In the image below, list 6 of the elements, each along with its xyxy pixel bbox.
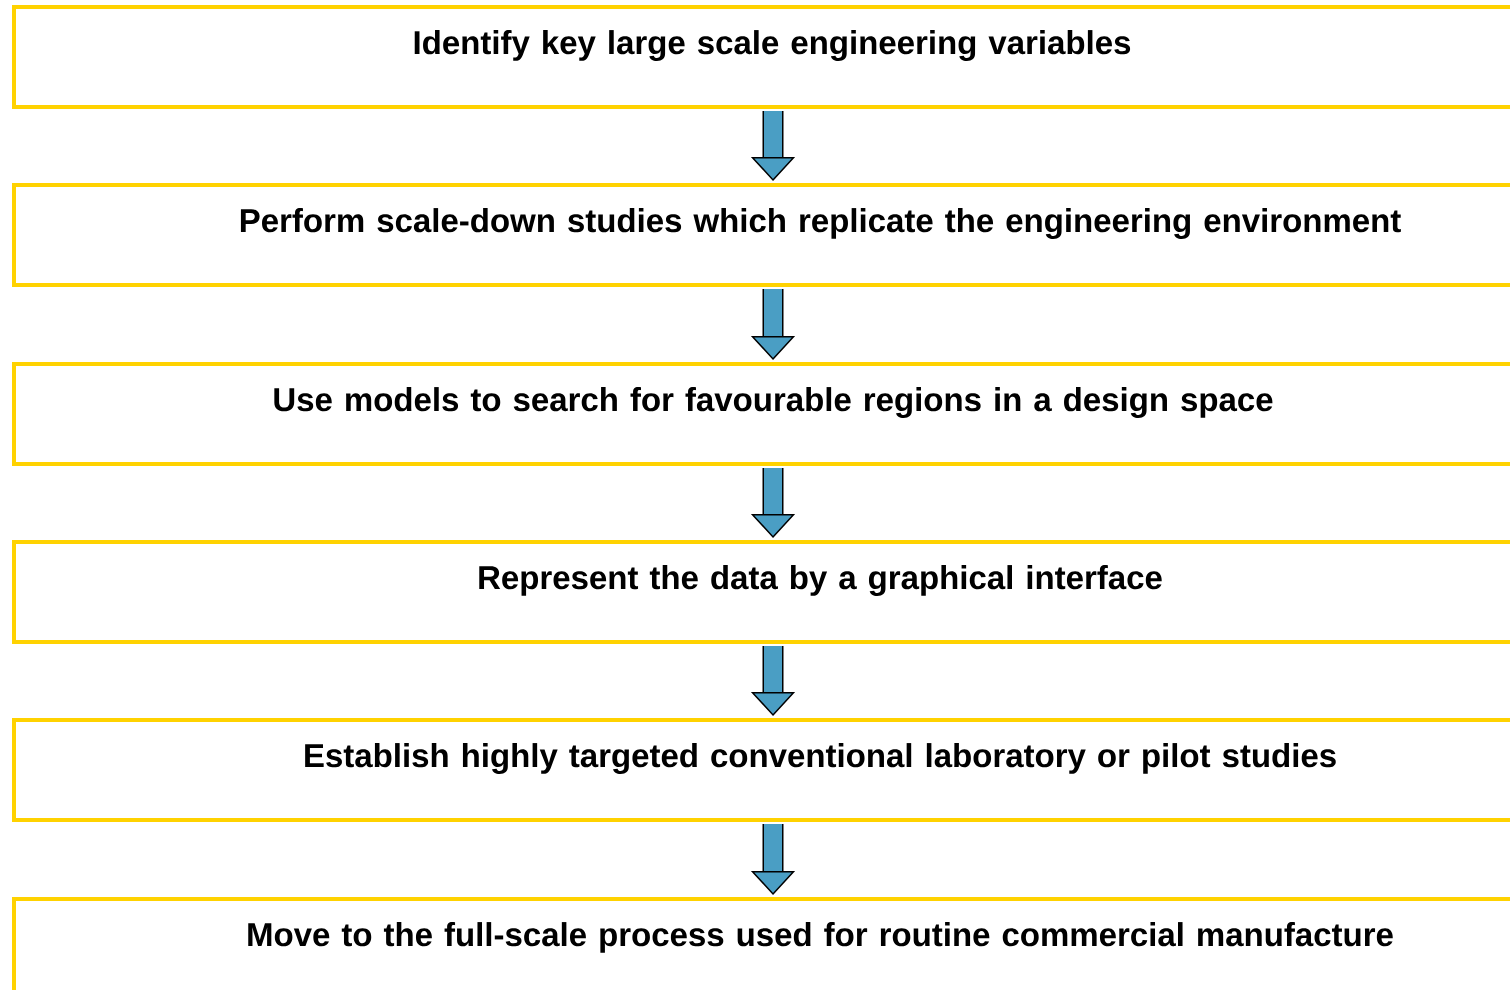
process-box: Move to the full-scale process used for routine commercial manufacture [12, 897, 1510, 990]
process-box: Represent the data by a graphical interface [12, 540, 1510, 644]
process-box: Use models to search for favourable regions in a design space [12, 362, 1510, 466]
process-box: Establish highly targeted conventional laboratory or pilot studies [12, 718, 1510, 822]
process-box: Perform scale-down studies which replicate the engineering environment [12, 183, 1510, 287]
process-box: Identify key large scale engineering variables [12, 5, 1510, 109]
